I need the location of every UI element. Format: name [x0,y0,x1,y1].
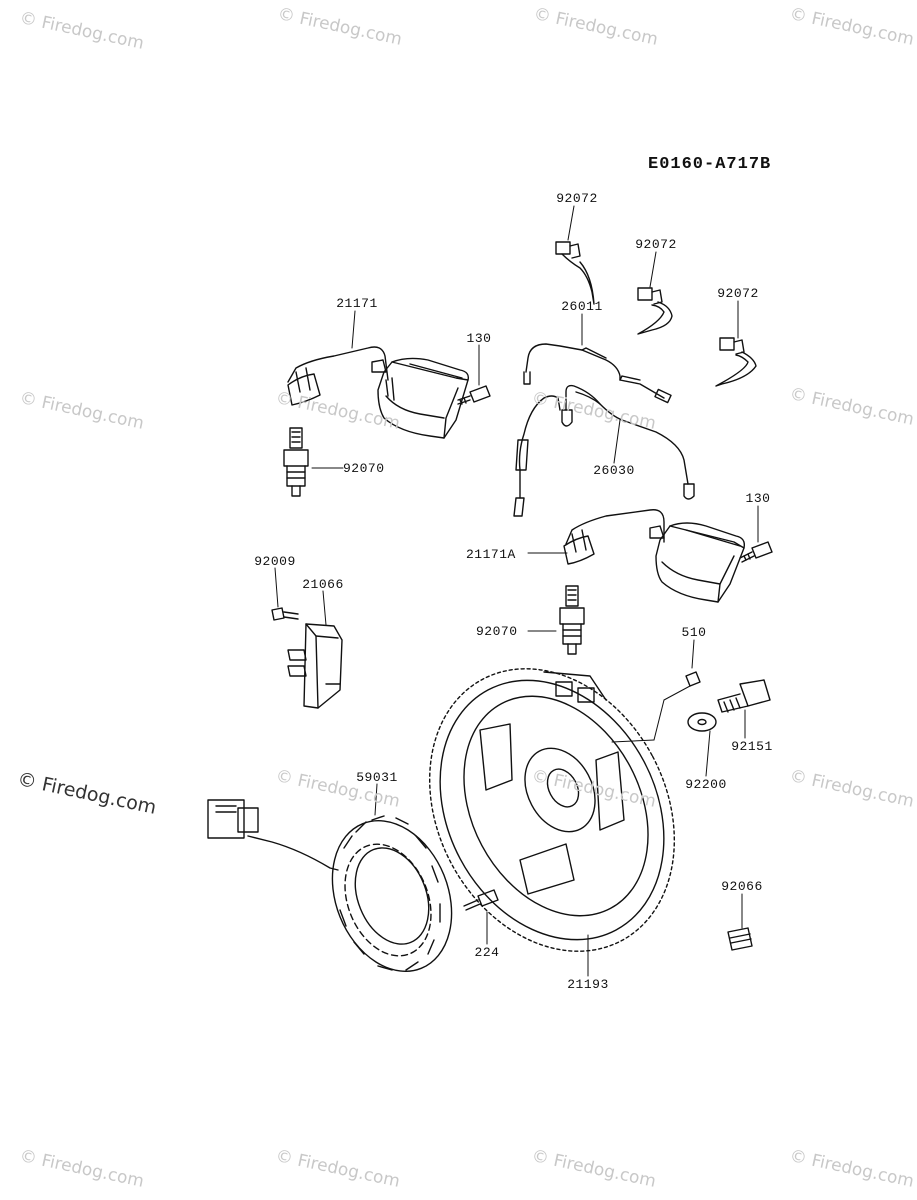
part-label-21171A: 21171A [466,547,516,562]
part-label-92066: 92066 [721,879,763,894]
screw-92009 [271,607,299,621]
flywheel-21193 [428,668,676,952]
bolt-130-upper [457,385,491,405]
cable-clip-2 [637,287,673,335]
part-label-92200: 92200 [685,777,727,792]
part-label-21066: 21066 [302,577,344,592]
lead-wire-26011 [523,343,672,404]
bolt-130-lower [739,541,773,563]
part-label-92072-1: 92072 [556,191,598,206]
stator-59031 [207,799,453,973]
part-label-26030: 26030 [593,463,635,478]
bracket-21066 [287,623,343,709]
key-510 [685,671,701,687]
part-label-92072-2: 92072 [635,237,677,252]
leader-lines [274,205,759,977]
cable-clip-1 [555,241,595,305]
part-label-21193: 21193 [567,977,609,992]
part-label-92070-upper: 92070 [343,461,385,476]
screw-224 [463,889,499,911]
part-label-92072-3: 92072 [717,286,759,301]
part-label-59031: 59031 [356,770,398,785]
screw-92066 [727,927,753,951]
part-label-92070-lower: 92070 [476,624,518,639]
spark-plug-lower [559,585,585,655]
ignition-coil-lower [563,509,746,603]
part-label-130-upper: 130 [466,331,492,346]
part-label-92009: 92009 [254,554,296,569]
diagram-code: E0160-A717B [648,155,772,174]
washer-92200 [687,712,717,732]
part-label-130-lower: 130 [745,491,771,506]
part-label-510: 510 [681,625,707,640]
spark-plug-upper [283,427,309,497]
lead-wire-26030 [513,384,695,517]
part-label-26011: 26011 [561,299,603,314]
part-label-21171: 21171 [336,296,378,311]
part-label-224: 224 [474,945,500,960]
ignition-coil-upper [287,346,470,439]
part-label-92151: 92151 [731,739,773,754]
cable-clip-3 [715,337,757,387]
nut-92151 [717,679,771,713]
